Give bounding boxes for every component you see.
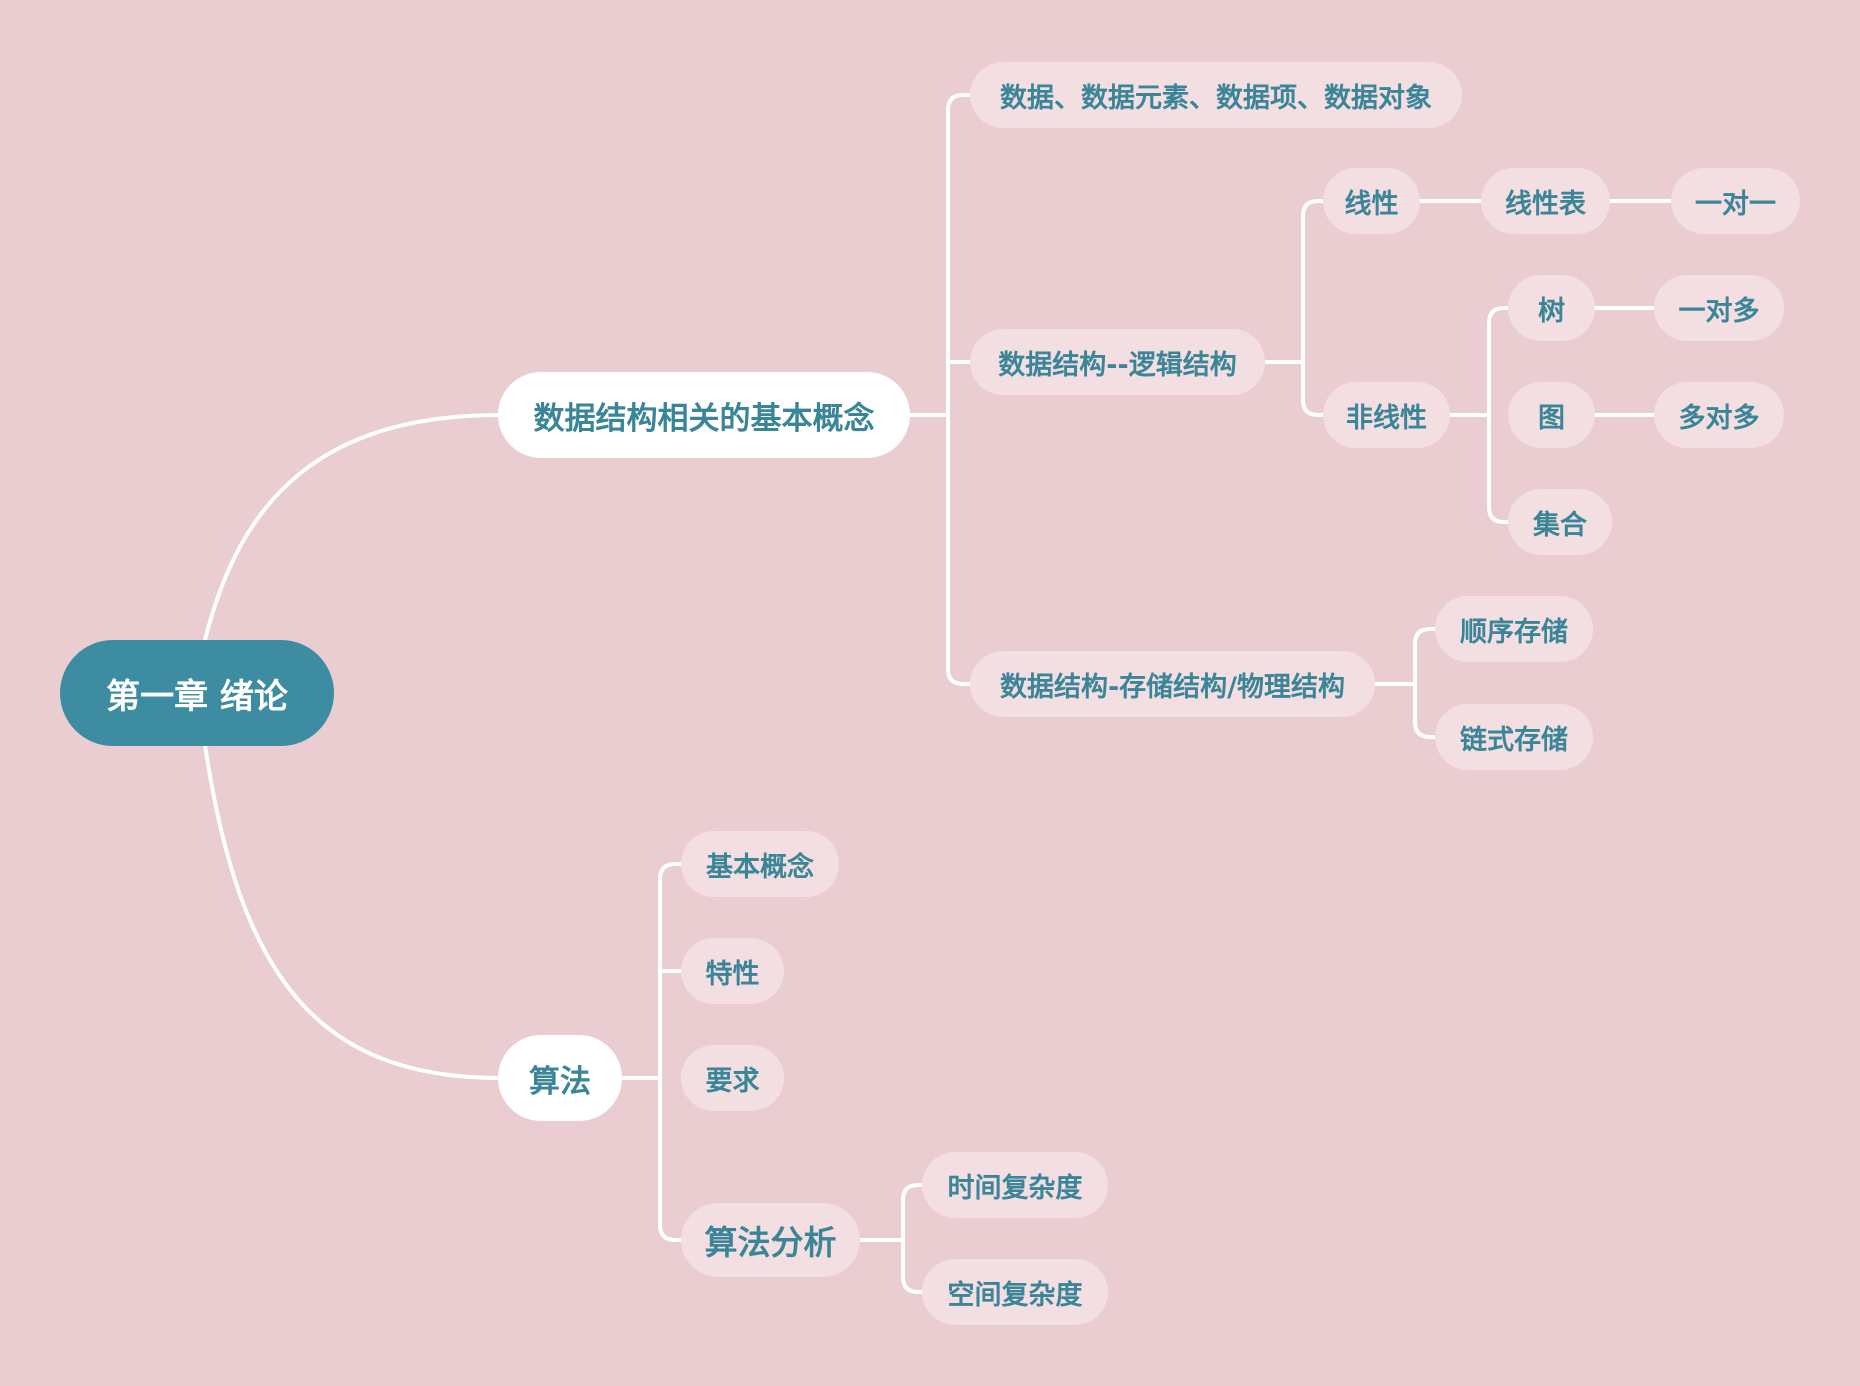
node-linear[interactable]: 线性 bbox=[1323, 168, 1420, 234]
root-node-chapter-1[interactable]: 第一章 绪论 bbox=[60, 640, 334, 746]
node-space-complexity[interactable]: 空间复杂度 bbox=[922, 1259, 1108, 1325]
node-logical-structure[interactable]: 数据结构--逻辑结构 bbox=[970, 329, 1265, 395]
node-algorithm-properties[interactable]: 特性 bbox=[681, 938, 784, 1004]
connector-root-concepts bbox=[203, 413, 502, 642]
node-graph[interactable]: 图 bbox=[1508, 382, 1595, 448]
node-set[interactable]: 集合 bbox=[1508, 489, 1612, 555]
connector-storage-children bbox=[1373, 627, 1439, 739]
node-time-complexity[interactable]: 时间复杂度 bbox=[922, 1152, 1108, 1218]
connector-algorithm-children bbox=[620, 862, 685, 1242]
connector-root-algorithm bbox=[203, 743, 502, 1080]
node-one-to-many[interactable]: 一对多 bbox=[1654, 275, 1784, 341]
node-algorithm-basics[interactable]: 基本概念 bbox=[681, 831, 839, 897]
node-linear-list[interactable]: 线性表 bbox=[1481, 168, 1610, 234]
connector-concepts-children bbox=[908, 93, 974, 686]
node-linked-storage[interactable]: 链式存储 bbox=[1435, 704, 1593, 770]
node-nonlinear[interactable]: 非线性 bbox=[1323, 382, 1450, 448]
node-storage-structure[interactable]: 数据结构-存储结构/物理结构 bbox=[970, 651, 1375, 717]
node-algorithm-analysis[interactable]: 算法分析 bbox=[681, 1203, 860, 1277]
connector-logic-children bbox=[1263, 199, 1327, 417]
node-data-terms[interactable]: 数据、数据元素、数据项、数据对象 bbox=[970, 62, 1462, 128]
node-many-to-many[interactable]: 多对多 bbox=[1654, 382, 1784, 448]
topic-basic-concepts[interactable]: 数据结构相关的基本概念 bbox=[498, 372, 910, 458]
connector-nonlinear-children bbox=[1448, 306, 1512, 524]
node-algorithm-requirements[interactable]: 要求 bbox=[681, 1045, 784, 1111]
connector-analysis-children bbox=[858, 1183, 926, 1294]
node-tree[interactable]: 树 bbox=[1508, 275, 1595, 341]
node-sequential-storage[interactable]: 顺序存储 bbox=[1435, 596, 1593, 662]
topic-algorithm[interactable]: 算法 bbox=[498, 1035, 622, 1121]
node-one-to-one[interactable]: 一对一 bbox=[1671, 168, 1800, 234]
